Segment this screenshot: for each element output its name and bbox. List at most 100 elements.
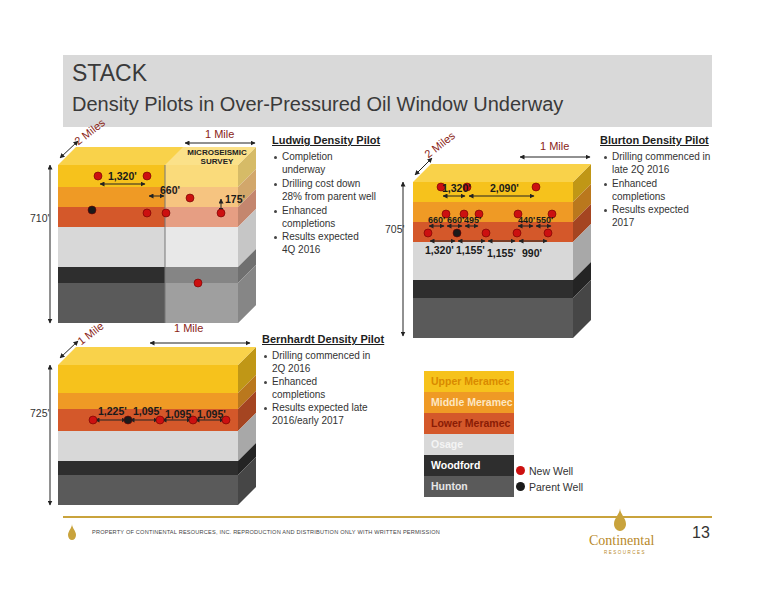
new-well — [162, 209, 170, 217]
dimension-line — [447, 226, 462, 227]
new-well — [513, 229, 521, 237]
rock-layer-front — [58, 461, 238, 475]
legend-text: Upper Meramec — [431, 375, 510, 387]
new-well — [156, 416, 164, 424]
extent-label: 1 Mile — [205, 128, 234, 141]
bullet-dot — [274, 156, 277, 159]
legend-text: Lower Meramec — [431, 417, 510, 429]
dimension-group — [50, 141, 590, 505]
footer-rule — [63, 516, 712, 518]
logo-wordmark: Continental — [589, 533, 654, 549]
dimension-line — [518, 226, 533, 227]
extent-label: 1 Mile — [75, 320, 106, 348]
bullet-dot — [604, 209, 607, 212]
parent-well — [453, 229, 461, 237]
new-well — [482, 229, 490, 237]
dimension-line — [50, 165, 51, 323]
dimension-line — [130, 420, 158, 421]
dimension-line — [415, 158, 432, 175]
pilot-bullet: Results expected 4Q 2016 — [282, 231, 370, 256]
legend-swatch — [516, 466, 525, 475]
spacing-label: 2,090' — [490, 182, 519, 194]
pilot-heading: Blurton Density Pilot — [600, 134, 709, 147]
new-well — [94, 172, 102, 180]
pilot-bullet: Enhanced completions — [612, 178, 702, 203]
dimension-line — [488, 241, 515, 242]
dimension-line — [60, 141, 78, 158]
bullet-dot — [264, 407, 267, 410]
legend-text: Middle Meramec — [431, 396, 513, 408]
dimension-line — [50, 365, 51, 505]
spacing-label: 1,155' — [487, 247, 516, 259]
rock-layer-front — [58, 475, 238, 505]
slide-title: STACK — [72, 60, 147, 86]
legend-text: Woodford — [431, 459, 480, 471]
rock-layer-side — [238, 457, 256, 505]
pilot-bullet: Drilling cost down 28% from parent well — [282, 178, 382, 203]
spacing-label: 1,320' — [442, 182, 471, 194]
pilot-bullet: Results expected late 2016/early 2017 — [272, 402, 382, 427]
spacing-label: 495' — [464, 215, 481, 225]
pilot-heading: Ludwig Density Pilot — [272, 134, 380, 147]
spacing-label: 1,155' — [456, 244, 485, 256]
new-well — [194, 279, 202, 287]
pilot-bullet: Results expected 2017 — [612, 204, 702, 229]
thickness-label: 725' — [30, 407, 50, 419]
legend-text: New Well — [529, 465, 573, 477]
new-well — [544, 229, 552, 237]
rock-layer-front — [413, 242, 573, 280]
well-group — [88, 172, 556, 424]
bullet-dot — [274, 236, 277, 239]
dimension-line — [469, 196, 534, 197]
dimension-line — [95, 420, 126, 421]
footer-notice: PROPERTY OF CONTINENTAL RESOURCES, INC. … — [92, 529, 440, 535]
bullet-dot — [604, 156, 607, 159]
new-well — [143, 172, 151, 180]
parent-well — [124, 416, 132, 424]
new-well — [143, 209, 151, 217]
spacing-label: 550' — [536, 215, 553, 225]
logo-drop — [68, 524, 76, 540]
new-well — [532, 183, 540, 191]
spacing-label: 660' — [447, 215, 464, 225]
legend-swatch — [516, 482, 525, 491]
dimension-line — [429, 226, 444, 227]
spacing-label: 1,225' — [98, 405, 127, 417]
extent-label: 2 Miles — [422, 129, 457, 160]
dimension-line — [536, 226, 551, 227]
dimension-line — [185, 143, 255, 144]
rock-layer-side — [573, 280, 591, 338]
survey-overlay — [238, 147, 256, 323]
survey-label: MICROSEISMIC SURVEY — [182, 149, 252, 167]
dimension-line — [519, 241, 547, 242]
rock-top-face — [58, 347, 256, 365]
bullet-dot — [274, 183, 277, 186]
rock-top-face — [413, 164, 591, 182]
new-well — [89, 416, 97, 424]
pilot-bullet: Enhanced completions — [282, 205, 370, 230]
bullet-dot — [274, 210, 277, 213]
bullet-dot — [264, 381, 267, 384]
spacing-label: 1,095' — [197, 408, 226, 420]
dimension-line — [430, 241, 455, 242]
new-well — [424, 229, 432, 237]
dimension-line — [465, 226, 478, 227]
dimension-line — [100, 184, 145, 185]
spacing-label: 660' — [428, 215, 445, 225]
thickness-label: 710' — [30, 212, 50, 224]
rock-layer-front — [413, 298, 573, 338]
dimension-line — [458, 241, 485, 242]
legend-text: Parent Well — [529, 481, 583, 493]
pilot-bullet: Drilling commenced in late 2Q 2016 — [612, 151, 712, 176]
legend-text: Hunton — [431, 480, 468, 492]
dimension-line — [520, 157, 590, 158]
parent-well — [88, 206, 96, 214]
extent-label: 1 Mile — [174, 322, 203, 335]
slide-subtitle: Density Pilots in Over-Pressured Oil Win… — [72, 93, 563, 116]
bullet-dot — [264, 355, 267, 358]
pilot-bullet: Drilling commenced in 2Q 2016 — [272, 350, 377, 375]
logo-drop — [614, 508, 626, 531]
extent-label: 1 Mile — [540, 140, 569, 153]
spacing-label: 440' — [518, 215, 535, 225]
